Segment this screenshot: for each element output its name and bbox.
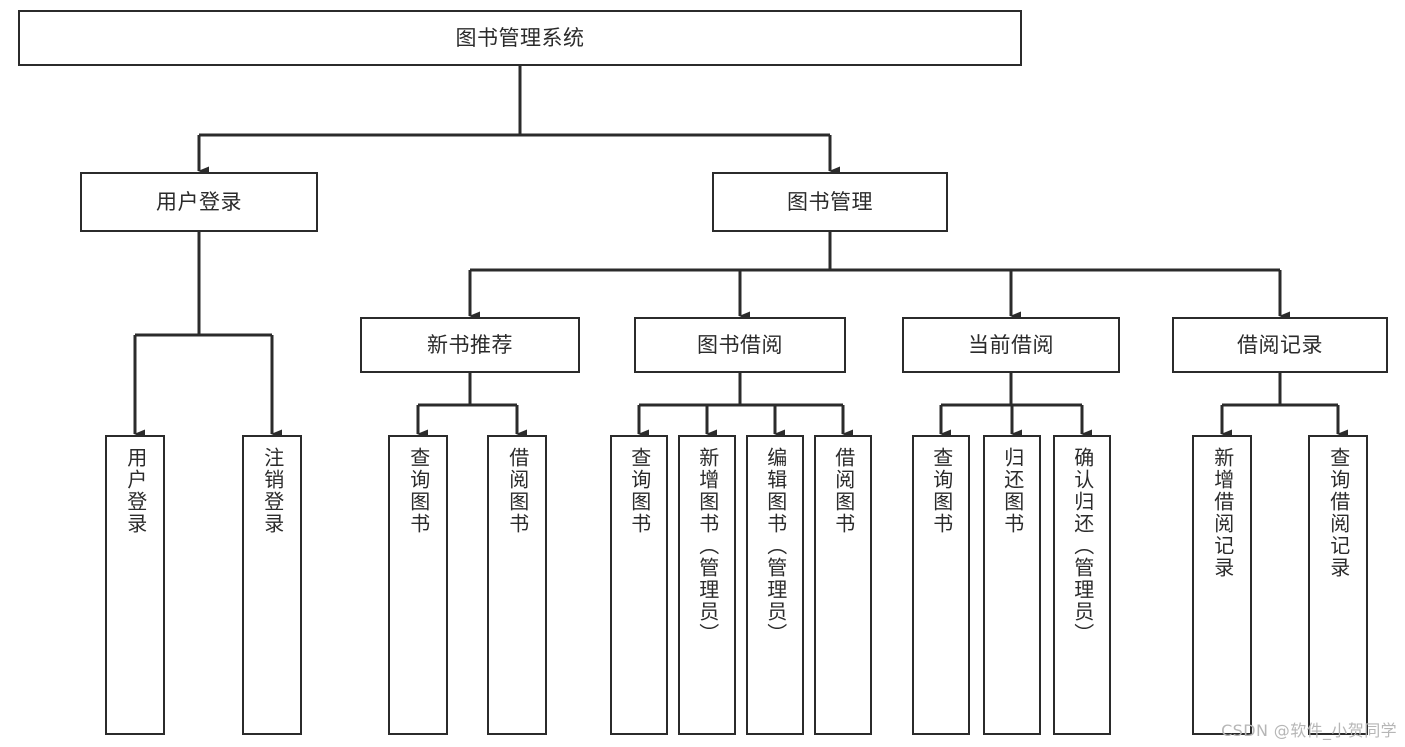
node-leaf-leaf-logout[interactable]: 注销登录 (242, 435, 302, 735)
node-label: 归还图书 (1000, 447, 1025, 535)
node-label: 编辑图书（管理员） (763, 447, 788, 645)
node-level1-user-login[interactable]: 用户登录 (80, 172, 318, 232)
node-leaf-leaf-return-book[interactable]: 归还图书 (983, 435, 1041, 735)
node-label: 用户登录 (123, 447, 148, 535)
node-leaf-leaf-borrow-book-2[interactable]: 借阅图书 (814, 435, 872, 735)
node-leaf-leaf-confirm-return[interactable]: 确认归还（管理员） (1053, 435, 1111, 735)
node-leaf-leaf-query-record[interactable]: 查询借阅记录 (1308, 435, 1368, 735)
node-level2-borrow-record[interactable]: 借阅记录 (1172, 317, 1388, 373)
node-leaf-leaf-query-book-2[interactable]: 查询图书 (610, 435, 668, 735)
node-level2-book-borrow[interactable]: 图书借阅 (634, 317, 846, 373)
node-leaf-leaf-add-book[interactable]: 新增图书（管理员） (678, 435, 736, 735)
node-leaf-leaf-query-book-3[interactable]: 查询图书 (912, 435, 970, 735)
node-leaf-leaf-add-record[interactable]: 新增借阅记录 (1192, 435, 1252, 735)
node-label: 新书推荐 (427, 332, 513, 357)
node-label: 图书管理系统 (455, 25, 585, 50)
node-label: 查询图书 (406, 447, 431, 535)
node-label: 查询图书 (627, 447, 652, 535)
node-label: 查询图书 (929, 447, 954, 535)
node-root[interactable]: 图书管理系统 (18, 10, 1022, 66)
node-label: 注销登录 (260, 447, 285, 535)
node-label: 用户登录 (156, 189, 242, 214)
node-label: 图书管理 (787, 189, 873, 214)
node-leaf-leaf-query-book-1[interactable]: 查询图书 (388, 435, 448, 735)
node-leaf-leaf-edit-book[interactable]: 编辑图书（管理员） (746, 435, 804, 735)
node-label: 借阅记录 (1237, 332, 1323, 357)
node-leaf-leaf-borrow-book-1[interactable]: 借阅图书 (487, 435, 547, 735)
node-label: 当前借阅 (968, 332, 1054, 357)
connector-edges (133, 66, 1348, 439)
node-level1-book-manage[interactable]: 图书管理 (712, 172, 948, 232)
node-label: 图书借阅 (697, 332, 783, 357)
node-label: 借阅图书 (831, 447, 856, 535)
node-label: 新增图书（管理员） (695, 447, 720, 645)
node-leaf-leaf-user-login[interactable]: 用户登录 (105, 435, 165, 735)
node-label: 确认归还（管理员） (1070, 447, 1095, 645)
node-label: 查询借阅记录 (1326, 447, 1351, 579)
node-label: 新增借阅记录 (1210, 447, 1235, 579)
node-level2-current-borrow[interactable]: 当前借阅 (902, 317, 1120, 373)
node-level2-new-book-recommend[interactable]: 新书推荐 (360, 317, 580, 373)
node-label: 借阅图书 (505, 447, 530, 535)
